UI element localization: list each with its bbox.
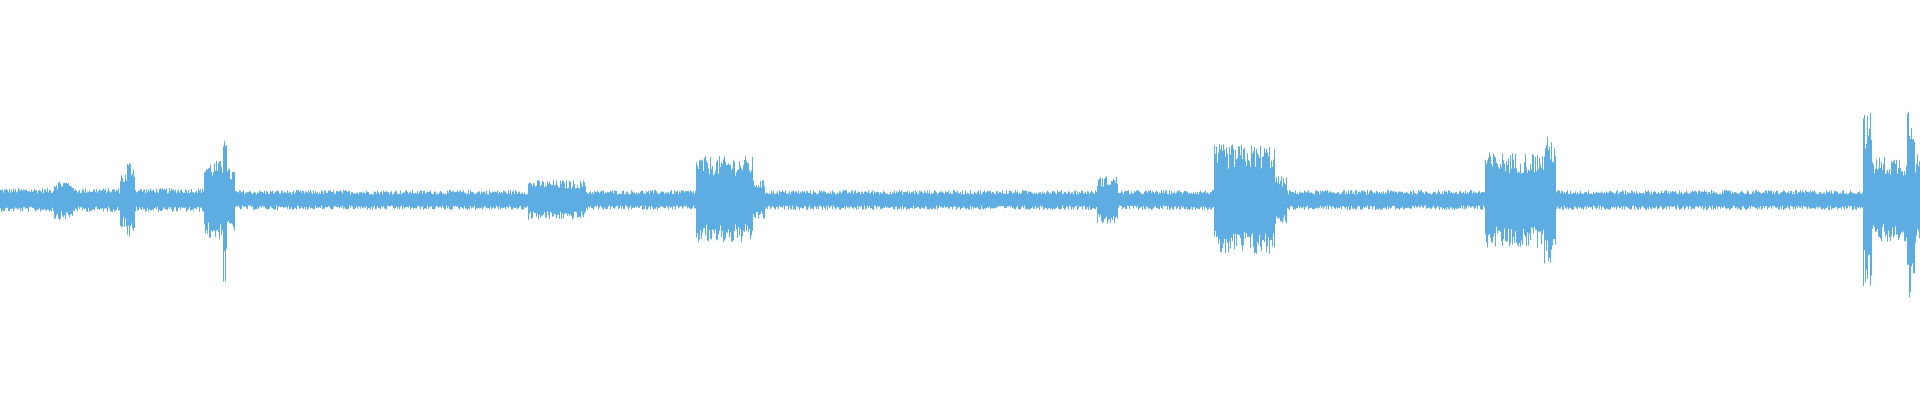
waveform-samples — [0, 111, 1920, 298]
